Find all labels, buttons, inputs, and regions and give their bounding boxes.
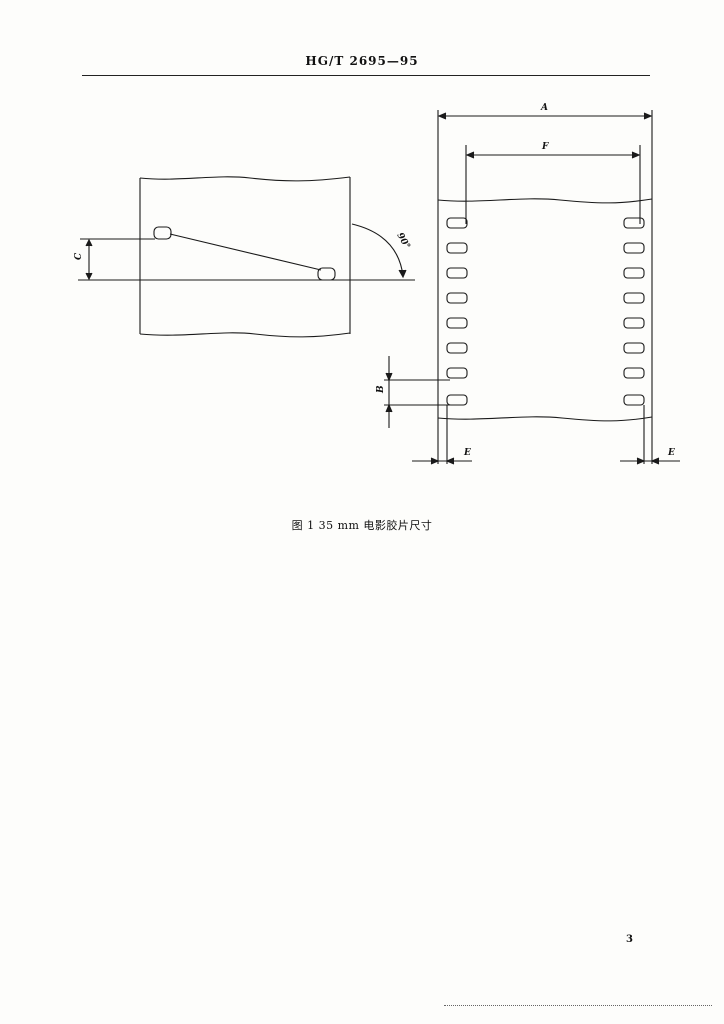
- perforation-column-left: [446, 217, 468, 406]
- dimension-f-arrow-right: [631, 151, 641, 159]
- perforation: [446, 317, 468, 329]
- perforation: [446, 267, 468, 279]
- dimension-a-arrow-left: [437, 112, 447, 120]
- perforation: [446, 394, 468, 406]
- strip-bottom-edge: [437, 416, 653, 422]
- strip-top-edge: [437, 198, 653, 204]
- dimension-f-arrow-left: [465, 151, 475, 159]
- header-rule: [82, 75, 650, 76]
- perforation: [623, 292, 645, 304]
- film-bottom-edge: [139, 332, 351, 338]
- footer-rule: [444, 1005, 712, 1006]
- perforation: [623, 217, 645, 229]
- diagonal-connector: [169, 233, 322, 271]
- right-angle-arrow: [398, 269, 407, 279]
- dimension-b-arrow-top: [385, 372, 393, 382]
- dimension-e-left-arrow-in: [430, 457, 440, 465]
- dimension-e-left-arrow-out: [445, 457, 455, 465]
- perforation: [446, 242, 468, 254]
- perforation: [623, 394, 645, 406]
- perforation: [446, 342, 468, 354]
- film-top-edge: [139, 176, 351, 182]
- perforation: [623, 242, 645, 254]
- perforation-upper: [153, 226, 172, 240]
- page-number: 3: [626, 934, 633, 945]
- label-f: F: [541, 142, 549, 152]
- film-strip-diagram: [384, 110, 680, 465]
- dimension-e-right-arrow-in: [636, 457, 646, 465]
- dimension-a-arrow-right: [643, 112, 653, 120]
- dimension-c-arrow-bottom: [85, 272, 93, 281]
- perforation: [446, 367, 468, 379]
- label-angle: 90°: [394, 231, 411, 251]
- right-angle-arc: [351, 223, 404, 277]
- perforation-column-right: [623, 217, 645, 406]
- perforation: [623, 367, 645, 379]
- figure-caption: 图 1 35 mm 电影胶片尺寸: [291, 519, 433, 532]
- perforation: [623, 342, 645, 354]
- perforation: [623, 317, 645, 329]
- label-e-right: E: [667, 448, 675, 458]
- label-a: A: [540, 103, 548, 113]
- film-segment-diagram: [78, 176, 415, 338]
- dimension-b-arrow-bottom: [385, 403, 393, 413]
- perforation: [623, 267, 645, 279]
- label-b: B: [376, 385, 386, 394]
- standard-code: HG/T 2695—95: [305, 54, 419, 68]
- label-c: C: [74, 252, 84, 260]
- perforation: [446, 217, 468, 229]
- dimension-c-arrow-top: [85, 238, 93, 247]
- dimension-e-right-arrow-out: [650, 457, 660, 465]
- label-e-left: E: [463, 448, 471, 458]
- perforation: [446, 292, 468, 304]
